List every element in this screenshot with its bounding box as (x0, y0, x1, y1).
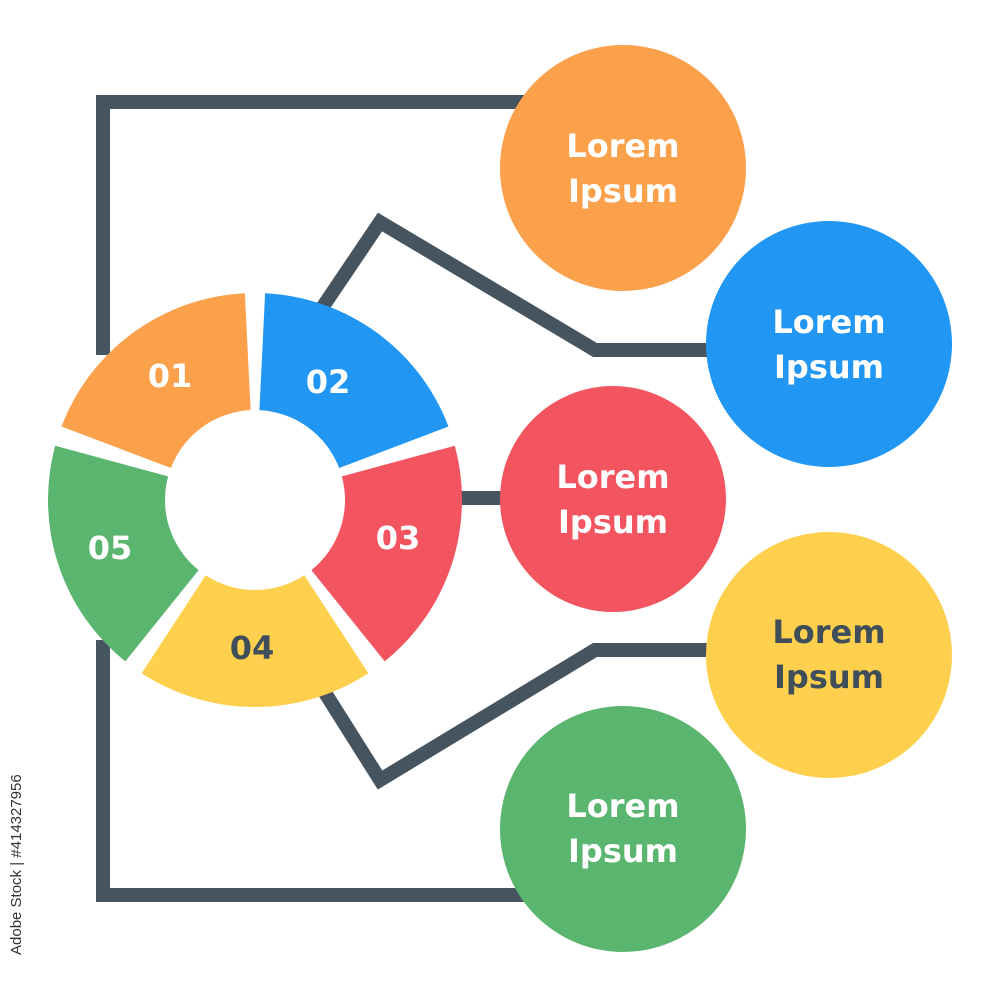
connector-orange (96, 95, 530, 355)
segment-01-shape (61, 293, 251, 469)
segment-05-label: 05 (88, 529, 133, 567)
segment-04: 04 (141, 575, 369, 707)
segment-03-label: 03 (376, 519, 421, 557)
segment-04-label: 04 (230, 629, 275, 667)
bubble-green-line1: Lorem (566, 787, 679, 825)
bubble-yellow-line1: Lorem (772, 613, 885, 651)
bubble-blue-circle (706, 221, 952, 467)
bubble-red-circle (500, 386, 726, 612)
segment-05: 05 (48, 445, 199, 662)
bubble-yellow-circle (706, 532, 952, 778)
segment-02-shape (259, 293, 449, 469)
bubbles: Lorem Ipsum Lorem Ipsum Lorem Ipsum Lore… (500, 45, 952, 952)
segment-02: 02 (259, 293, 449, 469)
bubble-green-circle (500, 706, 746, 952)
bubble-red-line2: Ipsum (558, 503, 668, 541)
watermark-text: Adobe Stock | #414327956 (8, 774, 25, 955)
bubble-yellow-line2: Ipsum (774, 658, 884, 696)
connector-blue (316, 212, 710, 357)
segment-01: 01 (61, 293, 251, 469)
bubble-orange: Lorem Ipsum (500, 45, 746, 291)
bubble-red-line1: Lorem (556, 458, 669, 496)
bubble-orange-line1: Lorem (566, 127, 679, 165)
connector-lines (96, 95, 710, 902)
bubble-red: Lorem Ipsum (500, 386, 726, 612)
bubble-green: Lorem Ipsum (500, 706, 746, 952)
bubble-yellow: Lorem Ipsum (706, 532, 952, 778)
donut-chart: 01 02 03 04 05 (48, 293, 462, 707)
bubble-blue-line1: Lorem (772, 303, 885, 341)
bubble-blue: Lorem Ipsum (706, 221, 952, 467)
segment-02-label: 02 (306, 363, 351, 401)
bubble-orange-line2: Ipsum (568, 172, 678, 210)
segment-05-shape (48, 445, 199, 662)
bubble-orange-circle (500, 45, 746, 291)
segment-03: 03 (311, 445, 462, 662)
segment-03-shape (311, 445, 462, 662)
bubble-green-line2: Ipsum (568, 832, 678, 870)
bubble-blue-line2: Ipsum (774, 348, 884, 386)
connector-yellow (316, 643, 710, 790)
segment-04-shape (141, 575, 369, 707)
connector-green (96, 640, 530, 902)
segment-01-label: 01 (148, 357, 193, 395)
